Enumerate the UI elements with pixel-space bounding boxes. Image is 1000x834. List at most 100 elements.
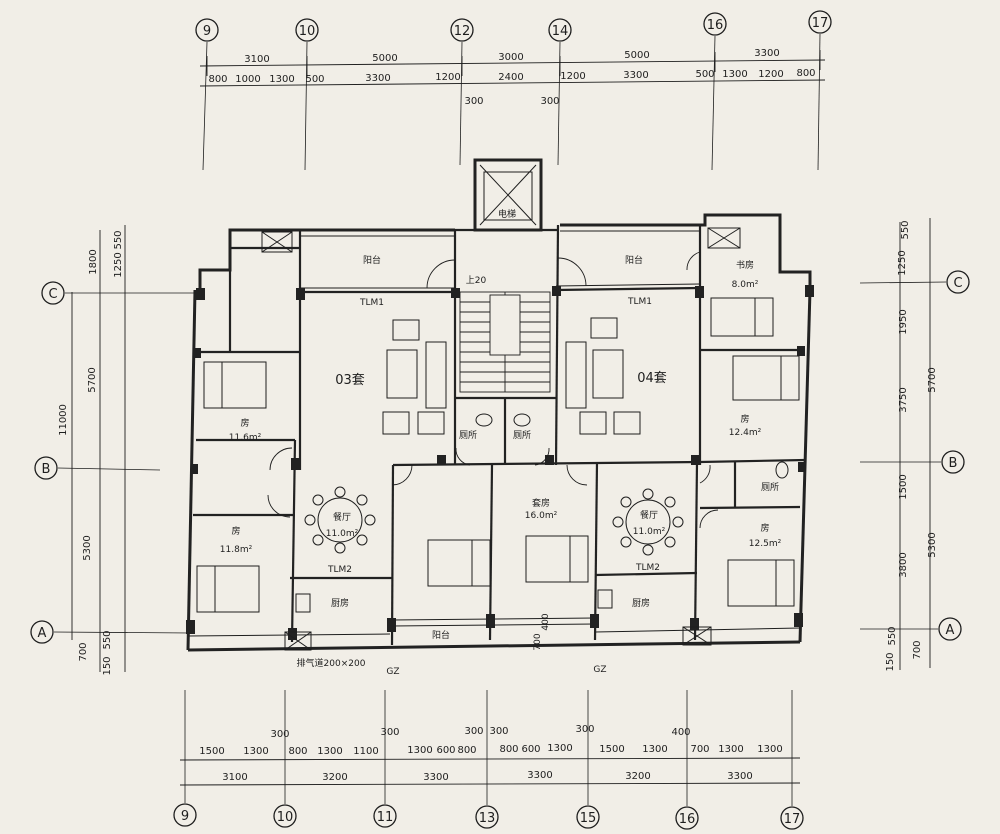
label-master-area: 16.0m² [525,511,558,521]
dim-left-mid-1: 1250 [113,252,124,277]
dim-bottom-inner-11: 1300 [547,743,572,754]
dim-top-inner-12: 1200 [758,69,783,80]
label-study: 书房 [736,259,754,271]
label-bedroom-1: 房 [240,417,249,429]
dim-left-small-2: 550 [102,630,113,649]
dim-bottom-outer-1: 3100 [222,772,247,783]
dim-left-small-3: 700 [78,642,89,661]
dim-bottom-small-5: 300 [575,724,594,735]
left-axis-a: A [38,626,47,641]
bottom-dimension-lines [179,757,801,786]
label-master: 套房 [532,497,550,509]
right-axis-a: A [946,623,955,638]
label-tlm1-left: TLM1 [359,298,384,308]
dim-top-outer-1: 3100 [244,54,269,65]
label-area-116: 11.6m² [229,433,262,443]
left-axis-b: B [42,462,51,477]
label-unit-03: 03套 [335,372,365,388]
dim-bottom-inner-10: 600 [521,744,540,755]
right-axis-b: B [949,456,958,471]
dim-right-small-4: 150 [885,652,896,671]
door-swings [267,251,719,529]
dim-bottom-inner-15: 1300 [718,744,743,755]
dim-top-small-2: 300 [540,96,559,107]
label-kitchen-right: 厨房 [632,597,650,609]
dim-bottom-outer-5: 3200 [625,771,650,782]
label-kitchen-left: 厨房 [331,597,349,609]
flue-ducts [261,227,741,651]
sanitary-fixtures [295,413,789,613]
dim-bottom-inner-14: 700 [690,744,709,755]
top-axis-12: 12 [454,24,471,39]
elevator-shaft [479,164,537,226]
dim-bottom-inner-13: 1300 [642,744,667,755]
label-unit-04: 04套 [637,370,667,386]
label-bath-left: 厕所 [459,430,477,441]
dim-bottom-inner-2: 1300 [243,746,268,757]
dim-bottom-inner-6: 1300 [407,745,432,756]
stair-flight [459,291,551,393]
dim-right-small-1: 550 [900,220,911,239]
interior-walls [193,224,806,646]
dim-left-small-1: 550 [113,230,124,249]
dim-top-outer-5: 3300 [754,48,779,59]
dim-top-inner-3: 1300 [269,74,294,85]
dim-bottom-inner-16: 1300 [757,744,782,755]
label-bath-east: 厕所 [761,482,779,493]
bottom-axis-10: 10 [277,810,294,825]
dim-right-mid-1: 1950 [898,309,909,334]
columns [186,285,814,640]
right-axis-c: C [953,276,962,291]
label-balcony-right: 阳台 [625,254,643,266]
label-note-400: 400 [541,613,551,630]
dim-bottom-inner-1: 1500 [199,746,224,757]
left-axis-c: C [48,287,57,302]
dim-left-outer-2: 11000 [58,404,69,436]
dim-left-mid-2: 5700 [87,367,98,392]
bottom-axis-9: 9 [181,809,189,824]
dim-bottom-inner-7: 600 [436,745,455,756]
dim-top-inner-8: 1200 [560,71,585,82]
label-area-118: 11.8m² [220,545,253,555]
label-tlm2-right: TLM2 [635,563,660,573]
label-bedroom-3: 房 [740,413,749,425]
dim-bottom-inner-4: 1300 [317,746,342,757]
label-tlm1-right: TLM1 [627,297,652,307]
label-note-700: 700 [533,633,543,650]
label-area-125: 12.5m² [749,539,782,549]
bottom-axis-11: 11 [377,810,394,825]
dim-bottom-small-1: 300 [270,729,289,740]
dim-bottom-inner-8: 800 [457,745,476,756]
label-elevator: 电梯 [498,208,516,220]
dim-left-outer-1: 1800 [88,249,99,274]
dim-top-inner-9: 3300 [623,70,648,81]
dim-top-outer-3: 3000 [498,52,523,63]
bottom-axis-16: 16 [679,812,696,827]
dim-bottom-outer-4: 3300 [527,770,552,781]
dim-left-mid-3: 5300 [82,535,93,560]
dim-right-outer-1: 1250 [897,250,908,275]
bottom-axis-bubbles [173,803,804,830]
top-axis-bubbles [195,10,832,42]
label-dining-right-area: 11.0m² [633,527,666,537]
beds [196,297,800,613]
side-dimension-lines [71,218,931,672]
dim-bottom-inner-12: 1500 [599,744,624,755]
dining-tables [304,486,684,556]
dim-top-inner-1: 800 [208,74,227,85]
dim-top-inner-11: 1300 [722,69,747,80]
dim-bottom-inner-9: 800 [499,744,518,755]
dim-bottom-outer-2: 3200 [322,772,347,783]
top-axis-10: 10 [299,24,316,39]
dim-bottom-small-3: 300 [464,726,483,737]
dim-left-small-4: 150 [102,656,113,675]
label-stair-up: 上20 [466,275,487,286]
bottom-axis-13: 13 [479,811,496,826]
dim-bottom-outer-6: 3300 [727,771,752,782]
side-axis-bubbles [30,270,970,644]
dim-top-outer-4: 5000 [624,50,649,61]
top-axis-9: 9 [203,24,211,39]
label-gz-right: GZ [593,665,606,675]
dim-top-small-1: 300 [464,96,483,107]
